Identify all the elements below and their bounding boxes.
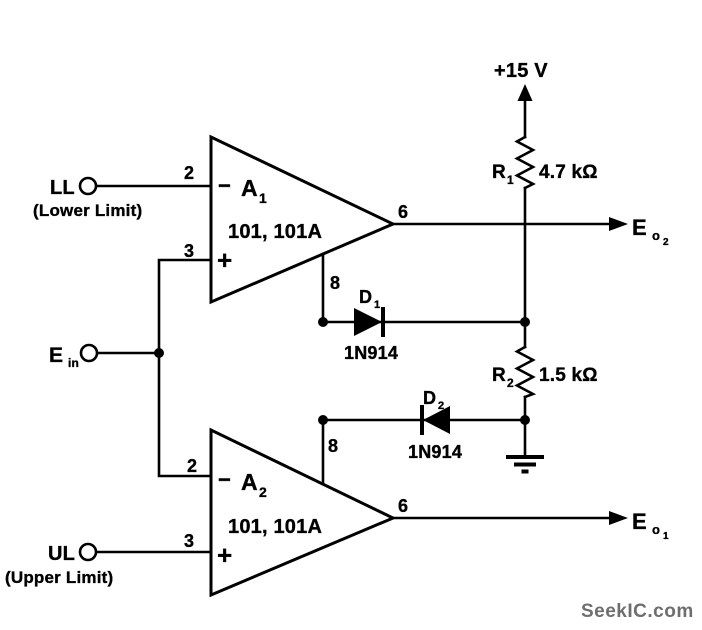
a2-pin6-label: 6 — [398, 496, 408, 516]
resistor-r1-body — [514, 135, 536, 190]
ul-label: UL — [48, 543, 75, 565]
opamp-a2-triangle — [209, 427, 397, 598]
a1-designator: A 1 — [241, 175, 267, 206]
diode-d1-part: 1N914 — [344, 343, 398, 363]
ll-label: LL — [50, 177, 75, 199]
a2-part-number: 101, 101A — [228, 516, 322, 538]
a2-plus-sign: + — [217, 540, 232, 570]
a2-designator: A 2 — [241, 469, 267, 500]
a1-pin8-label: 8 — [330, 273, 340, 293]
resistor-r1-ref: R 1 — [492, 162, 514, 187]
a1-plus-sign: + — [217, 245, 232, 275]
junction-ein-bus — [154, 348, 164, 358]
resistor-r1-value: 4.7 kΩ — [539, 162, 598, 183]
diode-d2-symbol — [420, 405, 450, 435]
resistor-r2-body — [514, 345, 537, 399]
a2-pin3-label: 3 — [184, 531, 194, 551]
terminal-ein — [79, 343, 99, 363]
diode-d2-anode-triangle — [423, 406, 450, 434]
a1-pin3-label: 3 — [184, 241, 194, 261]
a1-part-number: 101, 101A — [228, 221, 322, 243]
eo2-arrowhead — [609, 217, 628, 231]
junction-d1-r2 — [520, 317, 530, 327]
watermark-text: SeekIC.com — [581, 601, 694, 622]
ul-caption: (Upper Limit) — [5, 568, 113, 587]
a1-minus-sign: − — [218, 173, 231, 198]
supply-label: +15 V — [494, 60, 548, 82]
ll-caption: (Lower Limit) — [33, 201, 142, 220]
a2-pin2-label: 2 — [187, 456, 197, 476]
resistor-r2-value: 1.5 kΩ — [539, 365, 598, 386]
diode-d1-anode-triangle — [354, 308, 382, 336]
eo2-label: E o 2 — [632, 215, 669, 248]
eo1-arrowhead — [609, 511, 628, 525]
resistor-r2-ref: R 2 — [492, 365, 514, 390]
a1-pin2-label: 2 — [184, 163, 194, 183]
opamp-a1-triangle — [209, 134, 397, 305]
diode-d2-ref: D 2 — [423, 388, 444, 412]
a2-minus-sign: − — [218, 467, 231, 492]
terminal-ll — [78, 176, 98, 196]
junction-d2-pin8 — [318, 415, 328, 425]
wire-ein-bus — [157, 258, 213, 478]
terminal-ul — [78, 542, 98, 562]
eo1-label: E o 1 — [632, 509, 669, 542]
junction-d2-ground — [520, 415, 530, 425]
diode-d1-ref: D 1 — [359, 287, 380, 311]
a2-pin8-label: 8 — [328, 436, 338, 456]
supply-arrowhead — [517, 84, 533, 101]
a1-pin6-label: 6 — [398, 202, 408, 222]
diode-d2-part: 1N914 — [408, 442, 462, 462]
ein-label: E in — [49, 344, 79, 370]
ground-symbol — [506, 455, 544, 474]
diode-d1-symbol — [354, 307, 385, 337]
junction-d1-pin8 — [318, 317, 328, 327]
